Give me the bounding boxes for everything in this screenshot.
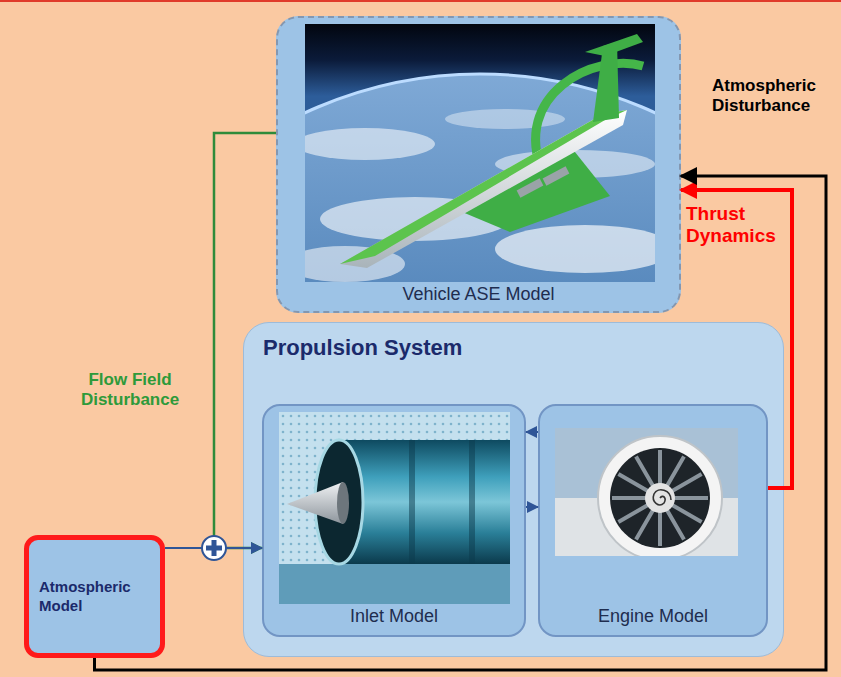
edge-label-box: Atmospheric Disturbance xyxy=(712,76,836,115)
summing-junction xyxy=(200,534,228,562)
node-text: Atmospheric Model xyxy=(39,578,150,616)
connector-arrow xyxy=(526,431,538,433)
inlet-illustration xyxy=(279,412,510,604)
top-rule xyxy=(0,0,841,2)
earth-background xyxy=(305,24,655,282)
node-text: Inlet Model xyxy=(350,606,438,627)
node-text: Engine Model xyxy=(598,606,708,627)
aircraft-illustration xyxy=(305,24,655,282)
node-text: Vehicle ASE Model xyxy=(402,284,554,305)
node-text: Propulsion System xyxy=(263,335,462,361)
connector-arrow xyxy=(95,176,827,670)
engine-illustration xyxy=(555,428,738,556)
atmospheric-model-box: Atmospheric Model xyxy=(24,535,165,658)
inlet-rig xyxy=(279,412,510,604)
aircraft xyxy=(340,34,643,268)
connector-arrow xyxy=(681,190,792,488)
edge-label-box: Thrust Dynamics xyxy=(686,203,786,247)
edge-label: Atmospheric Disturbance xyxy=(712,76,836,115)
connector-arrow xyxy=(214,133,276,548)
edge-label-box: Flow Field Disturbance xyxy=(50,370,210,409)
engine-fan xyxy=(555,428,738,556)
edge-label: Thrust Dynamics xyxy=(686,203,786,247)
edge-label: Flow Field Disturbance xyxy=(50,370,210,409)
connector-arrow xyxy=(526,506,538,508)
